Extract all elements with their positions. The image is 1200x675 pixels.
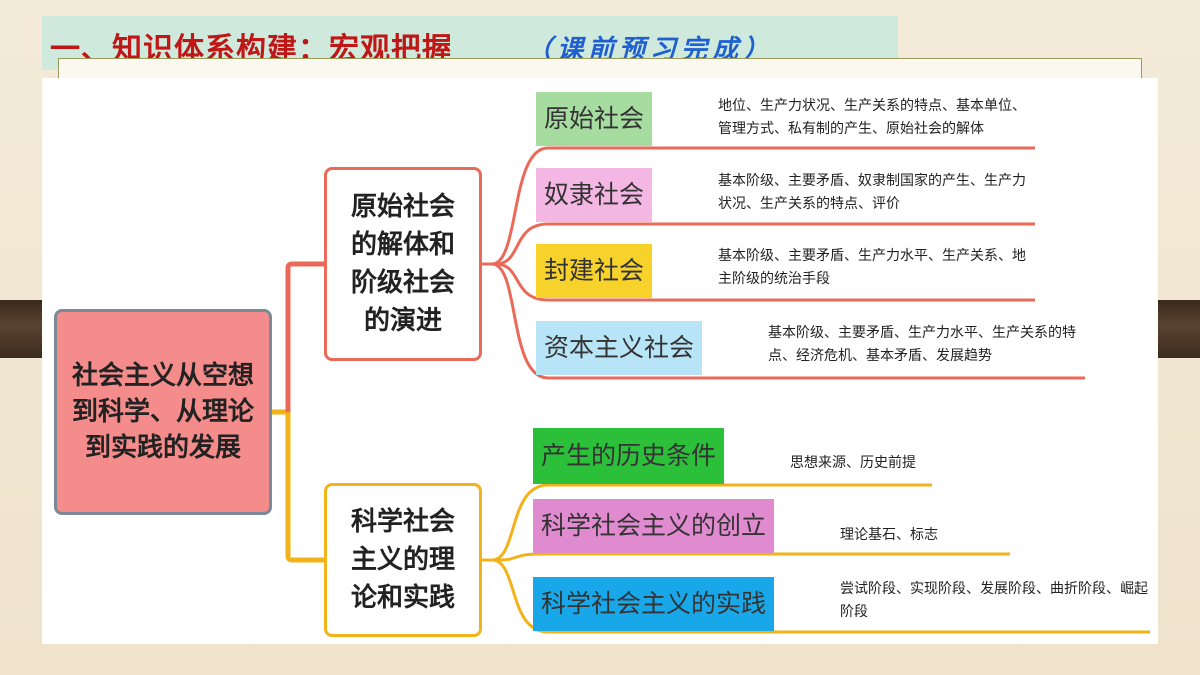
leaf-capitalist-society: 资本主义社会	[536, 321, 703, 375]
desc-founding-of-scientific-socialism: 理论基石、标志	[840, 527, 938, 543]
branch-node-scientific-socialism: 科学社会主义的理论和实践	[324, 483, 482, 637]
branch-node-primitive-to-class: 原始社会的解体和阶级社会的演进	[324, 167, 482, 361]
leaf-feudal-society: 封建社会	[536, 244, 653, 298]
connector-branch1-item1	[482, 146, 1035, 266]
desc-historical-conditions: 思想来源、历史前提	[790, 455, 916, 471]
root-node: 社会主义从空想到科学、从理论到实践的发展	[54, 309, 272, 515]
connector-bus-top	[285, 261, 324, 412]
leaf-founding-of-scientific-socialism: 科学社会主义的创立	[533, 499, 775, 553]
desc-primitive-society: 地位、生产力状况、生产关系的特点、基本单位、管理方式、私有制的产生、原始社会的解…	[718, 98, 1026, 137]
desc-practice-of-scientific-socialism: 尝试阶段、实现阶段、发展阶段、曲折阶段、崛起阶段	[840, 581, 1148, 620]
content-frame	[58, 58, 1142, 79]
desc-capitalist-society: 基本阶级、主要矛盾、生产力水平、生产关系的特点、经济危机、基本矛盾、发展趋势	[768, 325, 1076, 364]
leaf-historical-conditions: 产生的历史条件	[533, 428, 725, 484]
connector-branch1-item4	[482, 262, 1085, 380]
desc-slave-society: 基本阶级、主要矛盾、奴隶制国家的产生、生产力状况、生产关系的特点、评价	[718, 173, 1026, 212]
connector-branch2-item2	[482, 552, 1010, 562]
leaf-slave-society: 奴隶社会	[536, 168, 653, 222]
connector-bus-bottom	[285, 412, 324, 563]
leaf-primitive-society: 原始社会	[536, 92, 653, 146]
connector-branch2-item3	[482, 558, 1150, 634]
desc-feudal-society: 基本阶级、主要矛盾、生产力水平、生产关系、地主阶级的统治手段	[718, 248, 1026, 287]
leaf-practice-of-scientific-socialism: 科学社会主义的实践	[533, 577, 775, 631]
connector-branch1-item3	[482, 262, 1035, 302]
